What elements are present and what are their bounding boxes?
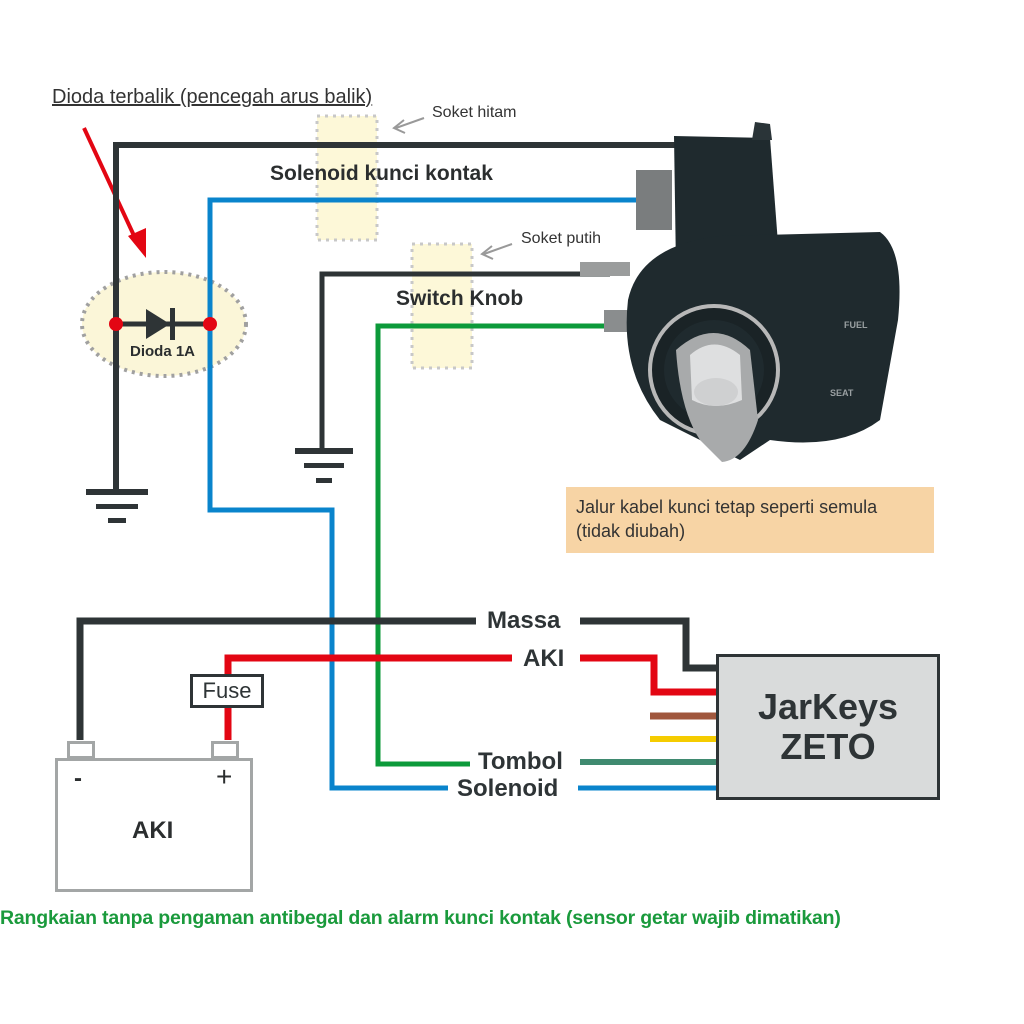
tombol-label: Tombol <box>478 748 563 775</box>
svg-text:SEAT: SEAT <box>830 388 854 398</box>
svg-text:FUEL: FUEL <box>844 320 868 330</box>
fuse: Fuse <box>190 674 264 708</box>
massa-label: Massa <box>487 607 561 634</box>
diode-label: Dioda 1A <box>130 343 196 360</box>
ignition-switch-image: FUEL SEAT <box>580 122 900 462</box>
white-socket-box <box>410 242 474 370</box>
battery: - + AKI <box>55 758 253 892</box>
note-line-1: Jalur kabel kunci tetap seperti semula <box>576 497 878 517</box>
black-socket-arrow <box>395 117 425 129</box>
red-pointer-arrow <box>82 127 138 241</box>
black-socket-box <box>315 114 379 242</box>
blue-wire-solenoid <box>207 197 716 791</box>
black-wire-knob-ground <box>319 271 610 450</box>
ground-symbol-right <box>295 448 353 483</box>
ground-symbol-left <box>86 489 148 523</box>
module-name-line2: ZETO <box>780 726 876 767</box>
solenoid-label: Solenoid kunci kontak <box>270 162 493 185</box>
diode-node-left <box>109 317 123 331</box>
black-wire-massa <box>76 617 476 740</box>
battery-label: AKI <box>132 817 174 844</box>
diode-node-right <box>203 317 217 331</box>
battery-positive-terminal <box>211 741 239 759</box>
solenoid-wire-label: Solenoid <box>457 775 559 802</box>
red-wire-aki-module <box>580 654 716 696</box>
black-socket-label: Soket hitam <box>432 104 517 121</box>
diode-cathode-bar <box>170 308 175 340</box>
green-wire-tombol <box>375 323 618 767</box>
note-line-2: (tidak diubah) <box>576 521 686 541</box>
white-socket-arrow <box>483 243 513 255</box>
module-name-line1: JarKeys <box>757 686 899 727</box>
black-wire-massa-module <box>580 617 716 672</box>
white-socket-label: Soket putih <box>521 230 602 247</box>
aki-wire-label: AKI <box>523 645 565 672</box>
black-socket-arrowhead <box>392 119 406 134</box>
black-wire-solenoid-ground <box>113 142 680 490</box>
white-socket-arrowhead <box>480 245 494 260</box>
switch-knob-label: Switch Knob <box>396 287 524 310</box>
jarkeys-zeto-module: JarKeys ZETO <box>716 654 940 800</box>
reverse-diode-note: Dioda terbalik (pencegah arus balik) <box>52 86 373 108</box>
red-pointer-arrowhead <box>128 228 146 258</box>
diode-icon <box>146 309 170 339</box>
footer-caption: Rangkaian tanpa pengaman antibegal dan a… <box>0 907 841 929</box>
battery-positive-sign: + <box>216 761 233 792</box>
battery-negative-terminal <box>67 741 95 759</box>
red-wire-aki <box>224 654 512 740</box>
battery-negative-sign: - <box>74 765 82 792</box>
note-box: Jalur kabel kunci tetap seperti semula (… <box>566 487 934 553</box>
